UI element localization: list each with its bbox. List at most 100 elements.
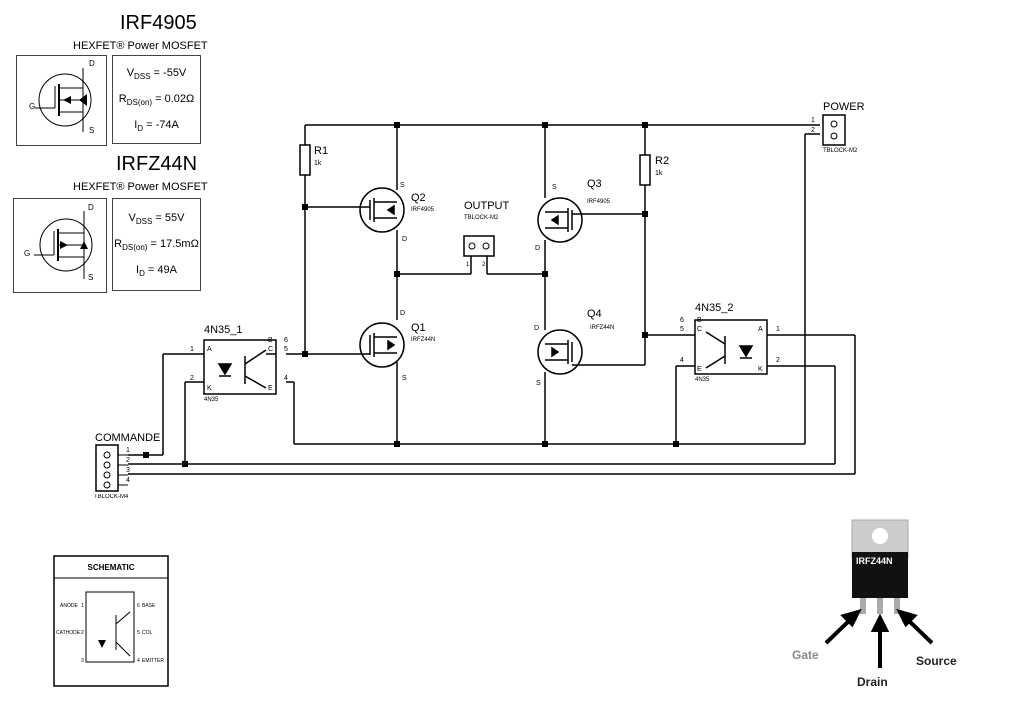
irfz44n-subtitle: HEXFET® Power MOSFET [73,181,208,193]
opto2-num4: 4 [680,357,684,364]
power-name: POWER [823,101,865,113]
opto1-pin-k: K [207,385,212,392]
nmos-symbol-icon [34,211,93,279]
power-terminal [822,114,846,146]
q3-name: Q3 [587,178,602,190]
opto2-pin-a: A [758,326,763,333]
q2-mosfet [359,187,405,233]
power-pin2: 2 [811,127,815,134]
pin-g-label: G [29,102,36,111]
opto-schematic-inset [53,555,169,687]
schematic-pin1: 1 [81,603,84,609]
q3-part: IRF4905 [587,199,611,205]
q4-d-pin: D [534,325,540,332]
q1-d-pin: D [400,310,406,317]
irf4905-specs: VDSS = -55V RDS(on) = 0.02Ω ID = -74A [112,55,201,144]
schematic-pin5: 5 [137,630,140,636]
package-label: IRFZ44N [856,556,893,566]
q3-d-pin: D [535,245,541,252]
schematic-pin3: 3 [81,658,84,664]
q1-part: IRFZ44N [411,337,436,343]
commande-pin4: 4 [126,477,130,484]
opto2-num5: 5 [680,326,684,333]
pin-g-label: G [24,249,31,258]
opto1-num5: 5 [284,346,288,353]
schematic-cathode: CATHODE [56,630,81,636]
q1-s-pin: S [402,375,407,382]
q4-s-pin: S [536,380,541,387]
schematic-col: COL [142,630,153,636]
q4-mosfet [537,329,583,375]
spec-rdson: RDS(on) = 17.5mΩ [114,238,199,253]
pin-d-label: D [89,59,95,68]
opto2-num1: 1 [776,326,780,333]
power-part: TBLOCK-M2 [823,148,858,154]
commande-name: COMMANDE [95,432,161,444]
q4-name: Q4 [587,308,602,320]
schematic-pin2: 2 [81,630,84,636]
opto2-box [694,319,768,375]
opto2-pin-k: K [758,366,763,373]
output-name: OUTPUT [464,200,510,212]
irfz44n-symbol-box: D G S [13,198,107,293]
opto2-pin-e: E [697,366,702,373]
spec-id: ID = -74A [134,119,179,134]
commande-pin2: 2 [126,457,130,464]
opto1-pin-b: B [268,337,273,344]
drain-label: Drain [857,675,888,689]
spec-id: ID = 49A [136,264,177,279]
q3-s-pin: S [552,184,557,191]
schematic-anode: ANODE [60,603,78,609]
output-terminal [463,235,495,257]
pin-s-label: S [89,126,95,135]
opto2-part: 4N35 [695,377,710,383]
q4-part: IRFZ44N [590,325,615,331]
r1-value: 1k [314,160,322,167]
irf4905-title: IRF4905 [120,12,197,34]
q2-d-pin: D [402,236,408,243]
power-pin1: 1 [811,117,815,124]
irf4905-subtitle: HEXFET® Power MOSFET [73,40,208,52]
junctions [143,122,679,467]
opto2-num2: 2 [776,357,780,364]
spec-vdss: VDSS = 55V [128,212,185,227]
irf4905-symbol-box: D G S [16,55,107,146]
commande-pin3: 3 [126,467,130,474]
q1-mosfet [359,322,405,368]
opto2-num6: 6 [680,317,684,324]
output-part: TBLOCK-M2 [464,215,499,221]
schematic-pin6: 6 [137,603,140,609]
schematic-emitter: EMITTER [142,658,164,664]
opto2-name: 4N35_2 [695,302,734,314]
irfz44n-title: IRFZ44N [116,153,198,175]
schematic-pin4: 4 [137,658,140,664]
commande-terminal [95,444,128,492]
opto1-name: 4N35_1 [204,324,243,336]
commande-pin1: 1 [126,447,130,454]
commande-part: TBLOCK-M4 [94,494,129,500]
schematic-base: BASE [142,603,156,609]
opto1-num6: 6 [284,337,288,344]
opto1-part: 4N35 [204,397,219,403]
output-pin1: 1 [466,262,470,268]
gate-label: Gate [792,648,819,662]
r1-resistor [299,144,311,176]
irfz44n-specs: VDSS = 55V RDS(on) = 17.5mΩ ID = 49A [112,198,201,291]
spec-vdss: VDSS = -55V [126,67,187,82]
opto1-pin-e: E [268,385,273,392]
q2-name: Q2 [411,192,426,204]
spec-rdson: RDS(on) = 0.02Ω [118,93,195,108]
q2-part: IRF4905 [411,207,435,213]
opto1-pin-a: A [207,346,212,353]
pmos-symbol-icon [35,68,92,132]
opto1-pin-c: C [268,346,274,353]
opto1-num1: 1 [190,346,194,353]
opto2-pin-b: B [697,317,702,324]
r2-resistor [639,154,651,186]
opto1-num2: 2 [190,375,194,382]
q3-mosfet [537,197,583,243]
output-pin2: 2 [482,262,486,268]
wires [128,124,856,475]
q1-name: Q1 [411,322,426,334]
r1-name: R1 [314,145,329,157]
